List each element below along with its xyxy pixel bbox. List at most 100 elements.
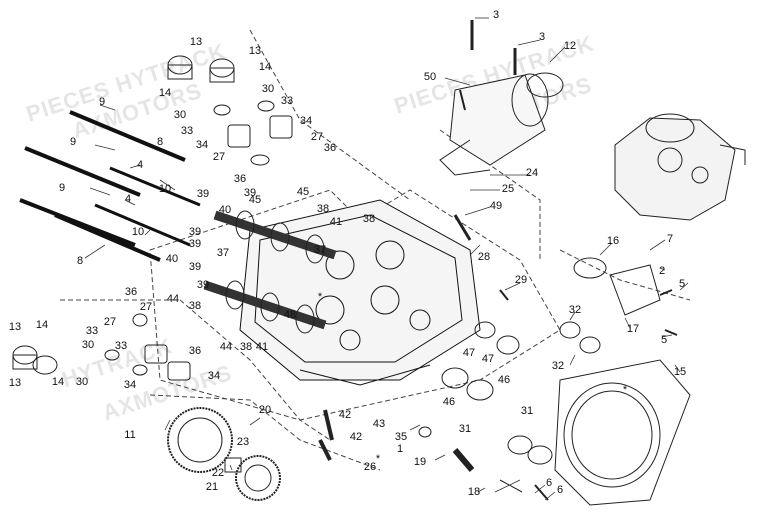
callout-label: 24 [526, 167, 538, 179]
camshaft-upper [213, 210, 337, 264]
callout-label: 32 [552, 360, 564, 372]
callout-label: 7 [667, 233, 673, 245]
callout-label: 27 [213, 151, 225, 163]
thermostat-housing [573, 257, 661, 316]
carburetor [614, 113, 746, 221]
idler-gear [224, 455, 281, 501]
callout-label: 48 [284, 309, 296, 321]
callout-label: * [623, 384, 628, 396]
callout-label: 40 [219, 204, 231, 216]
callout-label: 14 [159, 87, 171, 99]
callout-label: 36 [189, 345, 201, 357]
callout-label: 35 [395, 431, 407, 443]
callout-label: 4 [137, 159, 143, 171]
callout-label: 27 [140, 301, 152, 313]
callout-label: 47 [482, 353, 494, 365]
callout-label: 26 [364, 461, 376, 473]
callout-label: * [318, 291, 323, 303]
callout-label: 31 [459, 423, 471, 435]
callout-label: 39 [244, 187, 256, 199]
callout-label: 13 [190, 36, 202, 48]
callout-label: 33 [281, 95, 293, 107]
callout-label: 45 [297, 186, 309, 198]
o-rings [132, 313, 601, 465]
callout-label: 43 [373, 418, 385, 430]
callout-label: 33 [86, 325, 98, 337]
cam-sprocket [167, 407, 233, 473]
callout-label: 20 [259, 404, 271, 416]
callout-label: 47 [463, 347, 475, 359]
callout-label: 44 [167, 293, 179, 305]
intake-manifold [439, 72, 564, 176]
callout-label: 39 [189, 226, 201, 238]
callout-label: 31 [521, 405, 533, 417]
callout-label: 38 [317, 203, 329, 215]
callout-label: 17 [627, 323, 639, 335]
callout-label: 33 [181, 125, 193, 137]
callout-label: 37 [217, 247, 229, 259]
callout-label: 33 [115, 340, 127, 352]
callout-label: 34 [300, 115, 312, 127]
callout-label: 12 [564, 40, 576, 52]
callout-label: 39 [197, 279, 209, 291]
callout-label: 39 [189, 261, 201, 273]
callout-label: 14 [259, 61, 271, 73]
callout-label: 30 [262, 83, 274, 95]
callout-label: 41 [256, 341, 268, 353]
callout-label: 32 [569, 304, 581, 316]
callout-label: 6 [546, 477, 552, 489]
callout-label: 3 [493, 9, 499, 21]
callout-label: 28 [478, 251, 490, 263]
callout-label: 11 [124, 429, 135, 441]
callout-label: 5 [679, 278, 685, 290]
callout-label: 21 [206, 481, 218, 493]
callout-label: 29 [515, 274, 527, 286]
callout-label: 16 [607, 235, 619, 247]
long-bolts [19, 110, 201, 262]
callout-label: 46 [443, 396, 455, 408]
callout-label: 50 [424, 71, 436, 83]
callout-label: 36 [234, 173, 246, 185]
callout-label: 36 [324, 142, 336, 154]
callout-label: 42 [339, 409, 351, 421]
callout-label: 34 [124, 379, 136, 391]
callout-label: 34 [196, 139, 208, 151]
callout-label: 22 [212, 467, 224, 479]
callout-label: 23 [237, 436, 249, 448]
callout-label: 14 [52, 376, 64, 388]
callout-label: 9 [70, 136, 76, 148]
valve-springs-upper [213, 100, 293, 166]
callout-label: 8 [77, 255, 83, 267]
callout-label: 27 [311, 131, 323, 143]
callout-label: * [376, 453, 381, 465]
callout-label: 10 [132, 226, 144, 238]
callout-label: 37 [314, 244, 326, 256]
callout-label: 6 [557, 484, 563, 496]
callout-label: 38 [189, 300, 201, 312]
callout-label: 44 [220, 341, 232, 353]
callout-label: 15 [674, 366, 686, 378]
callout-label: 13 [9, 377, 21, 389]
callout-label: 27 [104, 316, 116, 328]
callout-label: 45 [249, 194, 261, 206]
callout-label: 41 [330, 216, 342, 228]
camshaft-lower [203, 280, 327, 334]
callout-label: 46 [498, 374, 510, 386]
callout-label: 10 [159, 183, 171, 195]
valve-springs-lower [104, 344, 191, 381]
callout-label: 8 [157, 136, 163, 148]
callout-label: 38 [240, 341, 252, 353]
callout-label: 30 [82, 339, 94, 351]
head-gasket [554, 359, 691, 506]
callout-label: 30 [76, 376, 88, 388]
callout-label: 42 [350, 431, 362, 443]
callout-label: 19 [414, 456, 426, 468]
callout-label: 9 [59, 182, 65, 194]
callout-label: 34 [208, 370, 220, 382]
dashed-group-outline [60, 29, 691, 471]
callout-label: 36 [125, 286, 137, 298]
callout-label: 3 [539, 31, 545, 43]
